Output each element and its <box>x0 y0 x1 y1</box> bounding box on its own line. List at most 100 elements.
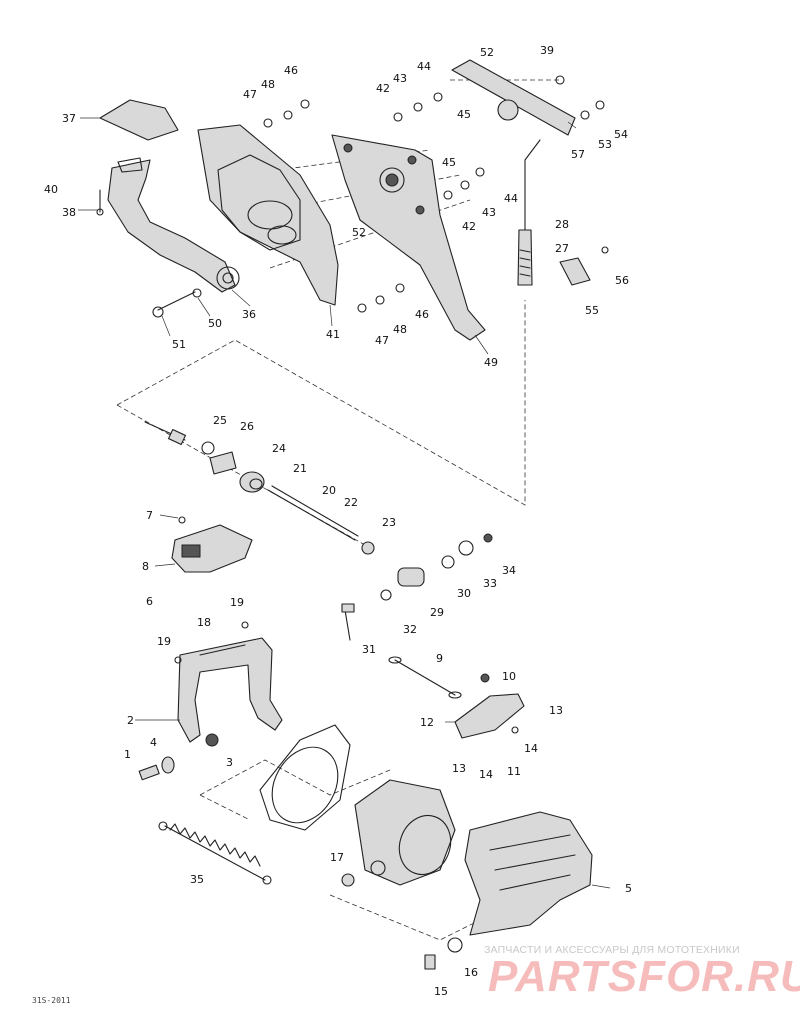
parts-23-29-34 <box>361 533 493 601</box>
callout-13: 13 <box>549 704 563 717</box>
parts-15-16 <box>424 937 463 970</box>
callout-22: 22 <box>344 496 358 509</box>
callout-34: 34 <box>502 564 516 577</box>
callout-43: 43 <box>393 72 407 85</box>
callout-52: 52 <box>352 226 366 239</box>
part-17-nut <box>341 873 355 887</box>
callout-8: 8 <box>142 560 149 573</box>
callout-23: 23 <box>382 516 396 529</box>
part-brake-pedal-arm <box>107 157 240 293</box>
part-9-rod <box>388 656 462 699</box>
callout-45: 45 <box>442 156 456 169</box>
callout-48: 48 <box>393 323 407 336</box>
callout-4: 4 <box>150 736 157 749</box>
part-37-pad <box>99 99 179 141</box>
callout-42: 42 <box>376 82 390 95</box>
callout-16: 16 <box>464 966 478 979</box>
callout-55: 55 <box>585 304 599 317</box>
callout-13: 13 <box>452 762 466 775</box>
callout-47: 47 <box>243 88 257 101</box>
callout-44: 44 <box>504 192 518 205</box>
callout-48: 48 <box>261 78 275 91</box>
callout-5: 5 <box>625 882 632 895</box>
part-27-28-cable <box>517 139 541 286</box>
callout-17: 17 <box>330 851 344 864</box>
part-31-bolt <box>341 603 355 641</box>
part-2-bracket <box>174 621 283 743</box>
callout-11: 11 <box>507 765 521 778</box>
part-cone-cover <box>354 779 456 886</box>
part-35-spring <box>158 821 272 885</box>
callout-31: 31 <box>362 643 376 656</box>
part-26-clip <box>209 451 237 475</box>
part-20-21-22-rod <box>267 485 359 541</box>
diagram-code: 31S-2011 <box>32 996 71 1005</box>
callout-25: 25 <box>213 414 227 427</box>
callout-45: 45 <box>457 108 471 121</box>
callout-1: 1 <box>124 748 131 761</box>
callout-27: 27 <box>555 242 569 255</box>
callout-28: 28 <box>555 218 569 231</box>
parts-1-3-4 <box>138 733 219 781</box>
callout-3: 3 <box>226 756 233 769</box>
callout-2: 2 <box>127 714 134 727</box>
part-49-bracket-plate <box>331 134 486 341</box>
callout-18: 18 <box>197 616 211 629</box>
callout-41: 41 <box>326 328 340 341</box>
callout-47: 47 <box>375 334 389 347</box>
callout-15: 15 <box>434 985 448 998</box>
callout-12: 12 <box>420 716 434 729</box>
part-38-pin <box>96 189 104 216</box>
part-25-shaft <box>144 421 215 455</box>
callout-30: 30 <box>457 587 471 600</box>
callout-53: 53 <box>598 138 612 151</box>
watermark-logo: PARTSFOR.RU <box>488 952 800 1001</box>
callout-38: 38 <box>62 206 76 219</box>
callout-56: 56 <box>615 274 629 287</box>
callout-39: 39 <box>540 44 554 57</box>
hardware-bolts-washers <box>263 92 485 313</box>
callout-10: 10 <box>502 670 516 683</box>
callout-42: 42 <box>462 220 476 233</box>
callout-32: 32 <box>403 623 417 636</box>
callout-26: 26 <box>240 420 254 433</box>
part-ring-housing <box>259 724 351 831</box>
callout-37: 37 <box>62 112 76 125</box>
callout-20: 20 <box>322 484 336 497</box>
callout-50: 50 <box>208 317 222 330</box>
part-5-guard <box>464 811 593 936</box>
callout-19: 19 <box>157 635 171 648</box>
part-24-bushing <box>239 471 265 493</box>
part-12-bracket <box>454 673 525 739</box>
part-50-51-bolt <box>152 288 202 318</box>
callout-6: 6 <box>146 595 153 608</box>
callout-19: 19 <box>230 596 244 609</box>
callout-14: 14 <box>524 742 538 755</box>
callout-44: 44 <box>417 60 431 73</box>
callout-49: 49 <box>484 356 498 369</box>
leader-lines <box>78 117 611 889</box>
callout-46: 46 <box>415 308 429 321</box>
callout-9: 9 <box>436 652 443 665</box>
callout-24: 24 <box>272 442 286 455</box>
callouts: 37 40 38 47 48 46 42 43 44 45 52 39 54 5… <box>44 44 632 998</box>
callout-54: 54 <box>614 128 628 141</box>
callout-46: 46 <box>284 64 298 77</box>
part-57-lever <box>451 59 605 136</box>
callout-52: 52 <box>480 46 494 59</box>
callout-51: 51 <box>172 338 186 351</box>
part-8-bracket <box>171 516 253 573</box>
part-41-housing-bracket <box>197 124 339 306</box>
part-55-56-plate <box>559 246 609 286</box>
callout-40: 40 <box>44 183 58 196</box>
callout-35: 35 <box>190 873 204 886</box>
callout-21: 21 <box>293 462 307 475</box>
callout-33: 33 <box>483 577 497 590</box>
callout-7: 7 <box>146 509 153 522</box>
callout-29: 29 <box>430 606 444 619</box>
watermark-tagline: ЗАПЧАСТИ И АКСЕССУАРЫ ДЛЯ МОТОТЕХНИКИ <box>484 944 740 956</box>
callout-14: 14 <box>479 768 493 781</box>
callout-43: 43 <box>482 206 496 219</box>
callout-36: 36 <box>242 308 256 321</box>
